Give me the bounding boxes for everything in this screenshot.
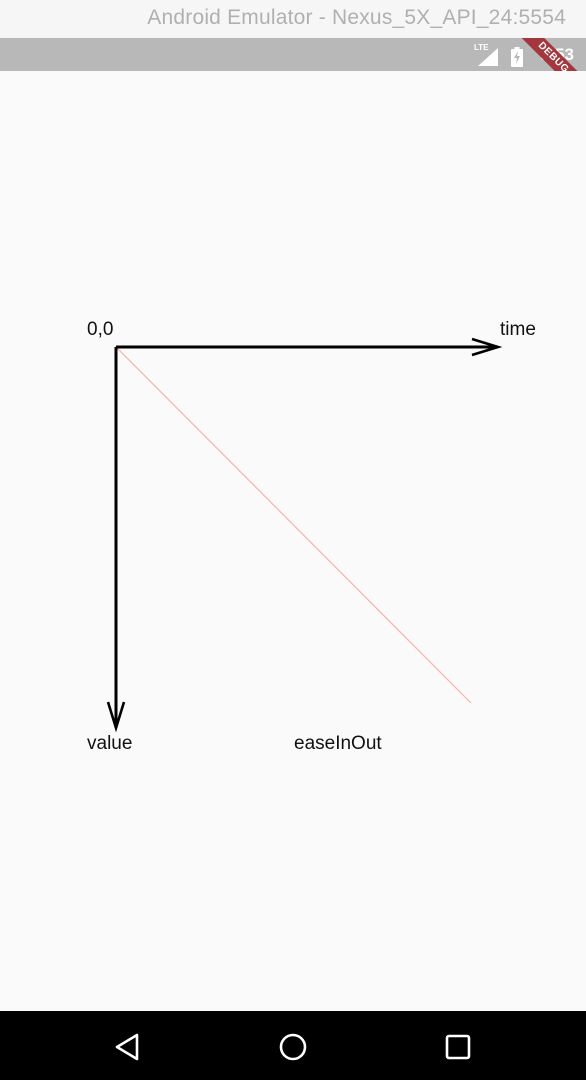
- battery-charging-icon: [511, 47, 523, 67]
- curve-diagram: [106, 337, 503, 733]
- navigation-bar: [0, 1011, 586, 1080]
- signal-icon: [478, 48, 498, 66]
- y-axis-label: value: [87, 733, 133, 754]
- back-icon[interactable]: [108, 1027, 148, 1067]
- curve-label: easeInOut: [294, 733, 382, 754]
- recents-icon[interactable]: [438, 1027, 478, 1067]
- ease-curve: [115, 346, 472, 704]
- emulator-window-titlebar: Android Emulator - Nexus_5X_API_24:5554: [0, 0, 586, 39]
- home-icon[interactable]: [273, 1027, 313, 1067]
- status-bar: LTE 9:53 DEBUG: [0, 38, 586, 71]
- app-content: 0,0 time value easeInOut: [0, 71, 586, 1011]
- window-title: Android Emulator - Nexus_5X_API_24:5554: [147, 6, 566, 29]
- x-axis-label: time: [500, 319, 536, 340]
- origin-label: 0,0: [87, 319, 114, 340]
- network-type-label: LTE: [474, 43, 489, 52]
- y-axis-arrowhead: [106, 701, 126, 733]
- x-axis-arrowhead: [471, 337, 503, 357]
